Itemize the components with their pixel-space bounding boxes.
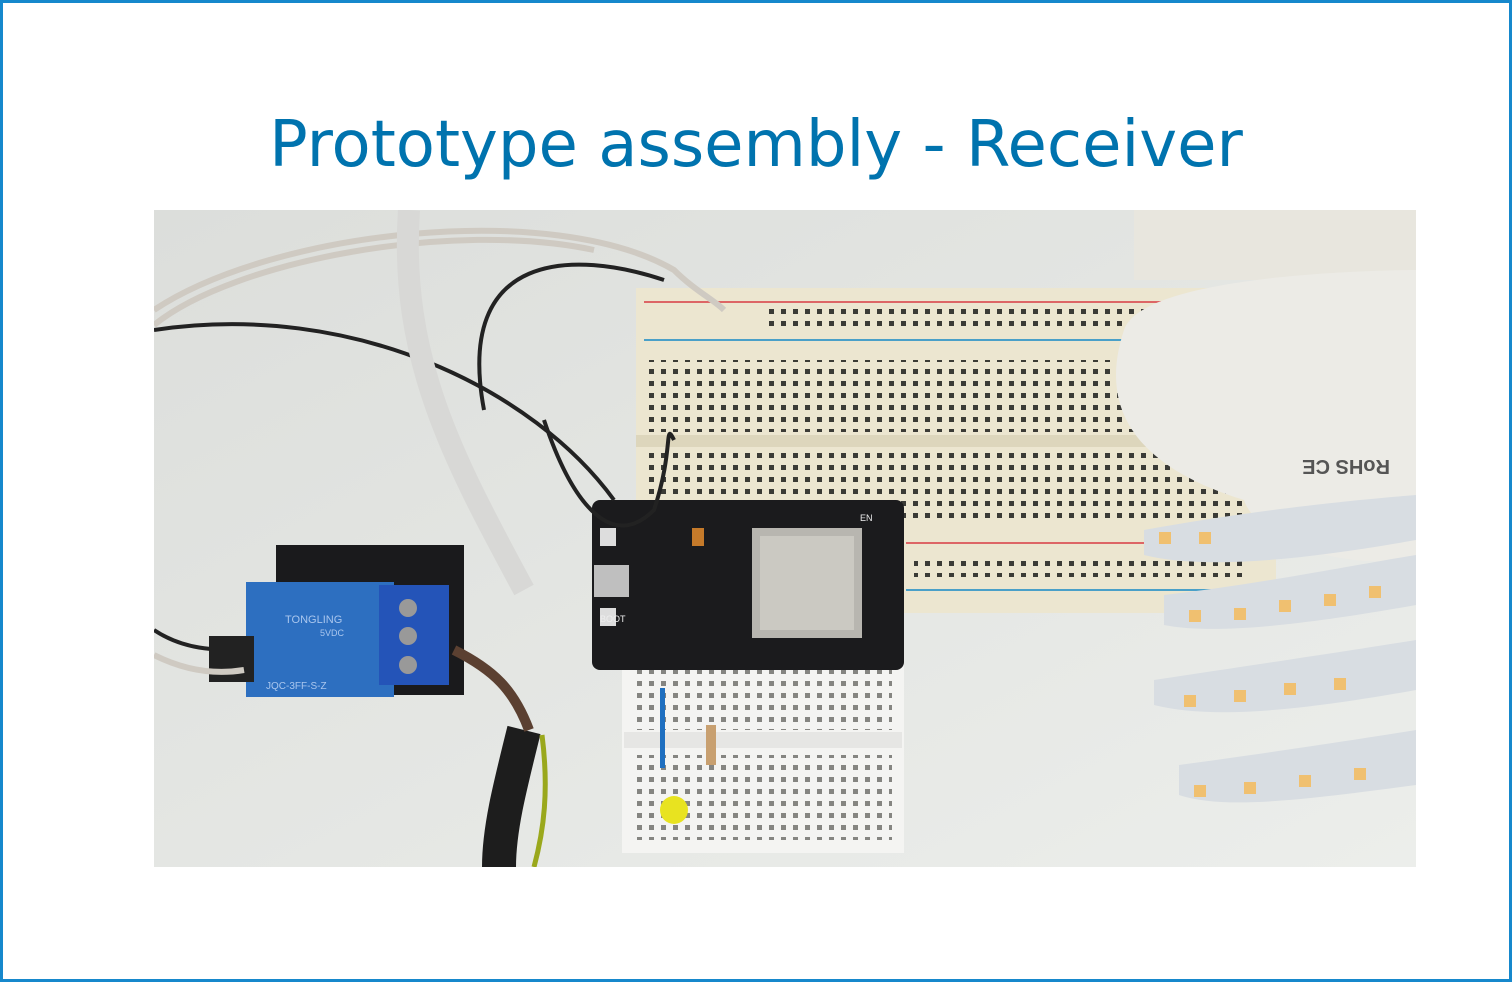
bulb-rohs-ce-marking: RoHS CE xyxy=(1302,455,1390,477)
wires xyxy=(154,210,727,867)
breadboard-small xyxy=(622,658,904,853)
boot-button-label: BOOT xyxy=(600,614,626,624)
esp32-board: EN BOOT xyxy=(592,500,904,670)
en-button-label: EN xyxy=(860,513,873,523)
prototype-photo: EN BOOT TONGLING 5VDC JQC-3FF-S-Z xyxy=(154,210,1416,867)
relay-model-label: JQC-3FF-S-Z xyxy=(266,681,327,692)
relay-brand-label: TONGLING xyxy=(285,614,342,626)
led-bulb: RoHS CE xyxy=(1116,210,1416,803)
slide-title: Prototype assembly - Receiver xyxy=(269,108,1243,182)
relay-rating-label: 5VDC xyxy=(320,628,345,638)
